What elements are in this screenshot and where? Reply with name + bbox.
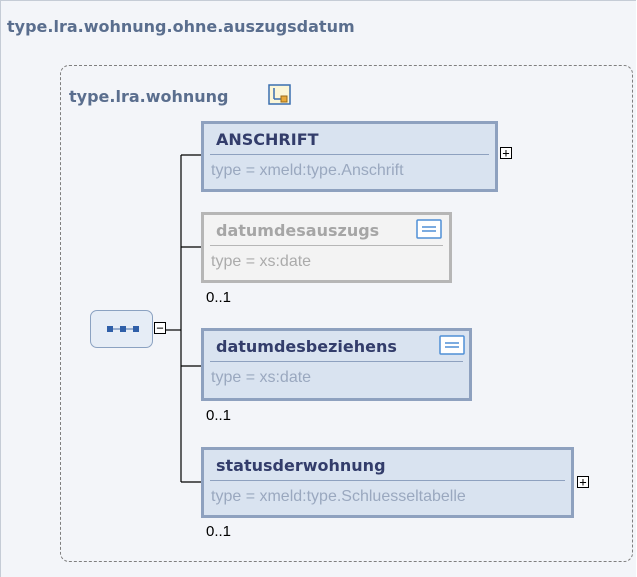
collapse-sequence-button[interactable]: −	[154, 322, 166, 334]
element-name: statusderwohnung	[216, 456, 386, 475]
element-divider	[210, 361, 463, 362]
complex-type-title: type.lra.wohnung.ohne.auszugsdatum	[7, 17, 355, 36]
element-type: type = xs:date	[211, 253, 312, 270]
element-type: type = xmeld:type.Schluesseltabelle	[211, 488, 466, 505]
element-divider	[210, 480, 565, 481]
occurrence-label: 0..1	[206, 407, 232, 424]
element-datumdesbeziehens[interactable]: datumdesbeziehens type = xs:date	[201, 328, 472, 401]
type-derivation-icon	[268, 84, 291, 105]
sequence-compositor[interactable]	[90, 310, 153, 348]
element-divider	[210, 154, 489, 155]
element-type: type = xs:date	[211, 369, 312, 386]
element-datumdesauszugs[interactable]: datumdesauszugs type = xs:date	[201, 212, 452, 283]
element-name: ANSCHRIFT	[216, 130, 319, 149]
element-anschrift[interactable]: ANSCHRIFT type = xmeld:type.Anschrift	[201, 121, 498, 192]
expand-statusderwohnung-button[interactable]: +	[577, 476, 589, 488]
element-name: datumdesauszugs	[216, 221, 380, 240]
occurrence-label: 0..1	[206, 289, 232, 306]
element-type: type = xmeld:type.Anschrift	[211, 162, 404, 179]
expand-anschrift-button[interactable]: +	[500, 147, 512, 159]
sequence-icon	[107, 326, 139, 332]
documentation-icon	[416, 219, 442, 239]
base-type-group	[60, 65, 633, 562]
element-divider	[210, 245, 443, 246]
element-statusderwohnung[interactable]: statusderwohnung type = xmeld:type.Schlu…	[201, 447, 574, 518]
element-name: datumdesbeziehens	[216, 337, 397, 356]
occurrence-label: 0..1	[206, 523, 232, 540]
documentation-icon	[439, 335, 465, 355]
base-type-title: type.lra.wohnung	[69, 87, 229, 106]
